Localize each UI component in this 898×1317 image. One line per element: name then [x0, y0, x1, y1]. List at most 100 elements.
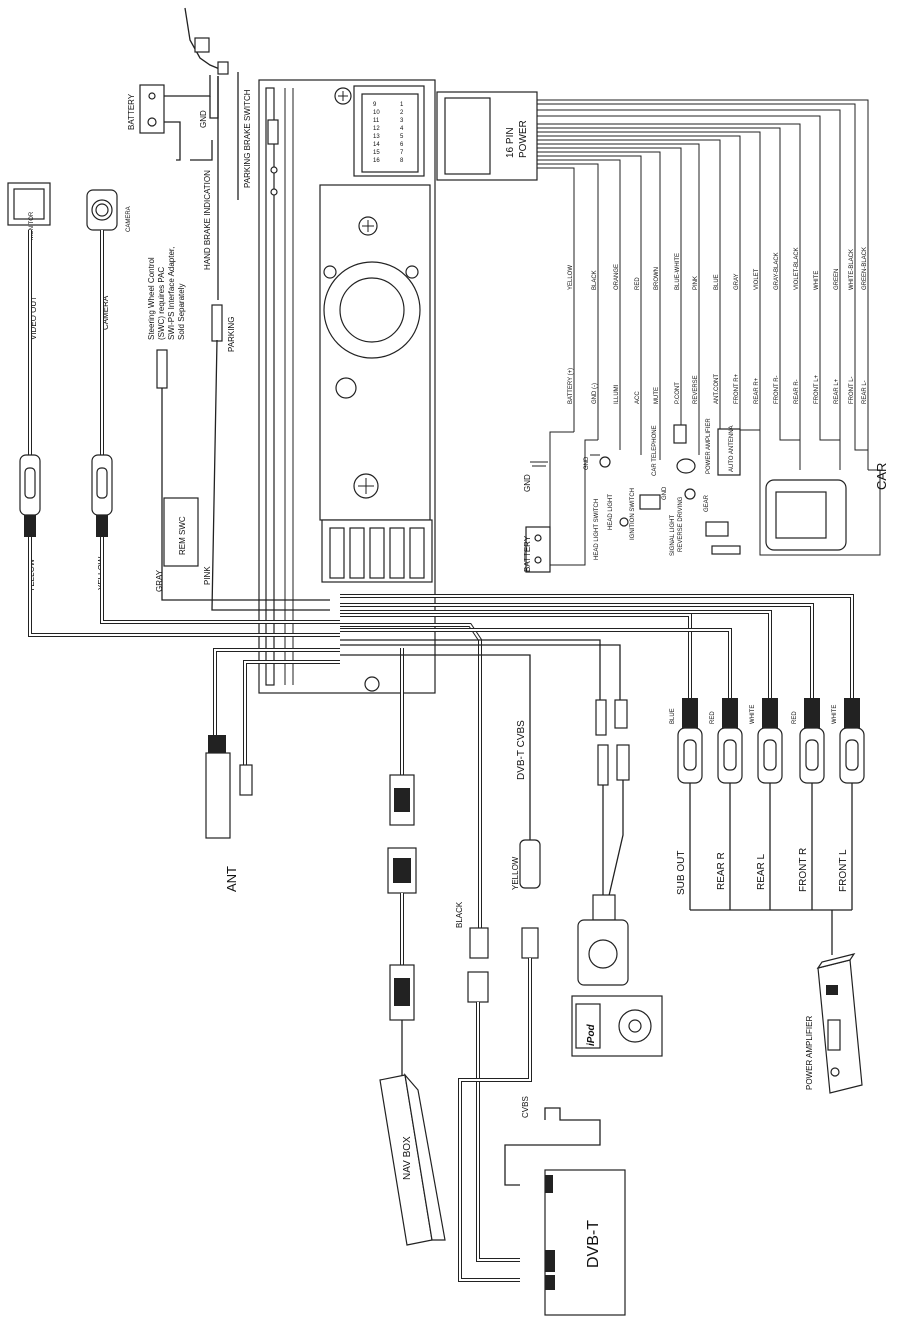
- pin-7: 7: [400, 150, 404, 156]
- nav-cable: [387, 648, 417, 1080]
- pink-label: PINK: [203, 566, 212, 585]
- svg-text:REAR R-: REAR R-: [794, 379, 800, 404]
- rca-output-rear-r: REAR R: [716, 852, 727, 890]
- svg-text:ACC: ACC: [635, 391, 641, 404]
- black-label: BLACK: [455, 901, 464, 928]
- swc-note-4: Sold Separately: [177, 284, 186, 340]
- rca-color-blue: BLUE: [670, 708, 676, 724]
- svg-text:GREEN: GREEN: [834, 269, 840, 290]
- ipod-label: iPod: [586, 1023, 597, 1046]
- car-telephone-label: CAR TELEPHONE: [652, 425, 658, 476]
- power-amplifier-icon: [816, 953, 863, 1094]
- svg-text:FRONT L-: FRONT L-: [849, 376, 855, 404]
- camera-icon: [86, 189, 118, 231]
- pin-14: 14: [373, 142, 380, 148]
- svg-text:FRONT R+: FRONT R+: [734, 373, 740, 404]
- svg-text:ORANGE: ORANGE: [614, 264, 620, 290]
- camera-rca: [91, 230, 113, 537]
- svg-text:GREEN-BLACK: GREEN-BLACK: [862, 247, 868, 290]
- svg-text:VIOLET: VIOLET: [754, 268, 760, 290]
- rca-sub-out: [677, 698, 703, 910]
- svg-text:FRONT L+: FRONT L+: [814, 374, 820, 404]
- pin16-power-label: POWER: [518, 120, 529, 158]
- svg-text:WHITE: WHITE: [814, 271, 820, 290]
- parking-connector: [211, 304, 223, 342]
- svg-text:VIOLET-BLACK: VIOLET-BLACK: [794, 247, 800, 290]
- car-label: CAR: [874, 463, 889, 490]
- dvbt-cvbs-label: DVB-T CVBS: [516, 720, 527, 780]
- svg-text:PINK: PINK: [693, 276, 699, 290]
- yellow-dvbt-label: YELLOW: [511, 856, 520, 890]
- pin-16: 16: [373, 158, 380, 164]
- hand-brake-indication-label: HAND BRAKE INDICATION: [203, 170, 212, 270]
- swc-note-1: Steering Wheel Control: [147, 257, 156, 340]
- dvbt-cvbs-rca: [519, 839, 541, 889]
- reverse-driving-label: REVERSE DRIVING: [678, 496, 684, 552]
- signal-light-label: SIGNAL LIGHT: [670, 515, 676, 556]
- svg-text:REAR L-: REAR L-: [862, 380, 868, 404]
- svg-text:GRAY: GRAY: [734, 273, 740, 290]
- pin-5: 5: [400, 134, 404, 140]
- gnd-top-label: GND: [199, 110, 208, 128]
- swc-note-3: SWI-PS Interface Adapter,: [167, 247, 176, 340]
- auto-antenna-label: AUTO ANTENNA: [729, 425, 735, 472]
- svg-text:GRAY-BLACK: GRAY-BLACK: [774, 252, 780, 290]
- svg-text:BLACK: BLACK: [592, 270, 598, 290]
- ipod-connector: [577, 894, 629, 986]
- svg-text:BLUE: BLUE: [714, 274, 720, 290]
- svg-text:MUTE: MUTE: [654, 387, 660, 404]
- black-rca-male: [469, 927, 489, 959]
- head-unit: [258, 79, 436, 694]
- ant-label: ANT: [224, 866, 239, 892]
- wire-function-labels: BATTERY (+) GND (-) ILLUMI ACC MUTE P.CO…: [568, 368, 868, 404]
- rca-output-rear-l: REAR L: [756, 853, 767, 890]
- pin16-label: 16 PIN: [505, 127, 516, 158]
- pin-1: 1: [400, 102, 404, 108]
- camera-cable-label: CAMERA: [101, 295, 110, 330]
- ignition-switch-label: IGNITION SWITCH: [630, 488, 636, 540]
- rca-color-red-2: RED: [792, 711, 798, 724]
- camera-icon-label: CAMERA: [126, 206, 132, 232]
- rca-output-front-r: FRONT R: [798, 848, 809, 892]
- pin-12: 12: [373, 126, 380, 132]
- gear-label: GEAR: [704, 494, 710, 512]
- antenna-plug: [205, 735, 253, 839]
- pin-10: 10: [373, 110, 380, 116]
- svg-text:BLUE-WHITE: BLUE-WHITE: [675, 253, 681, 290]
- power-amplifier-small-label: POWER AMPLIFIER: [706, 418, 712, 474]
- svg-text:BROWN: BROWN: [654, 267, 660, 290]
- cvbs-plug: [521, 927, 539, 959]
- rca-rear-r: [717, 698, 743, 910]
- swc-note-2: (SWC) requires PAC: [157, 267, 166, 340]
- svg-text:P.CONT: P.CONT: [675, 382, 681, 404]
- rca-color-white-1: WHITE: [750, 705, 756, 724]
- rca-front-r: [799, 698, 825, 910]
- pin-2: 2: [400, 110, 404, 116]
- rca-output-front-l: FRONT L: [838, 849, 849, 892]
- pin-11: 11: [373, 118, 380, 124]
- pin-4: 4: [400, 126, 404, 132]
- pin-9: 9: [373, 102, 377, 108]
- monitor-icon: [7, 182, 51, 226]
- svg-text:REAR L+: REAR L+: [834, 378, 840, 404]
- video-out-rca: [19, 230, 41, 537]
- head-light-switch-label: HEAD LIGHT SWITCH: [594, 499, 600, 560]
- iso-connector-pins: 9 10 11 12 13 14 15 16 1 2 3 4 5 6 7 8: [373, 102, 404, 164]
- rem-swc-box: [163, 497, 199, 567]
- gnd-right-3: GND: [662, 486, 668, 500]
- car-installation-area: [525, 424, 847, 573]
- battery-top-label: BATTERY: [127, 93, 136, 130]
- power-amplifier-label: POWER AMPLIFIER: [805, 1016, 814, 1090]
- pin-15: 15: [373, 150, 380, 156]
- parking-brake-assembly: [139, 7, 239, 300]
- rca-output-sub-out: SUB OUT: [676, 851, 687, 895]
- ipod-device: [571, 995, 663, 1057]
- gnd-right-1: GND: [523, 474, 532, 492]
- rem-swc-label: REM SWC: [178, 516, 187, 555]
- battery-right-label: BATTERY: [523, 535, 532, 572]
- nav-box: [379, 1073, 446, 1246]
- gray-label: GRAY: [155, 569, 164, 592]
- power-harness-wires: [537, 99, 881, 566]
- svg-text:REVERSE: REVERSE: [693, 375, 699, 404]
- pin-8: 8: [400, 158, 404, 164]
